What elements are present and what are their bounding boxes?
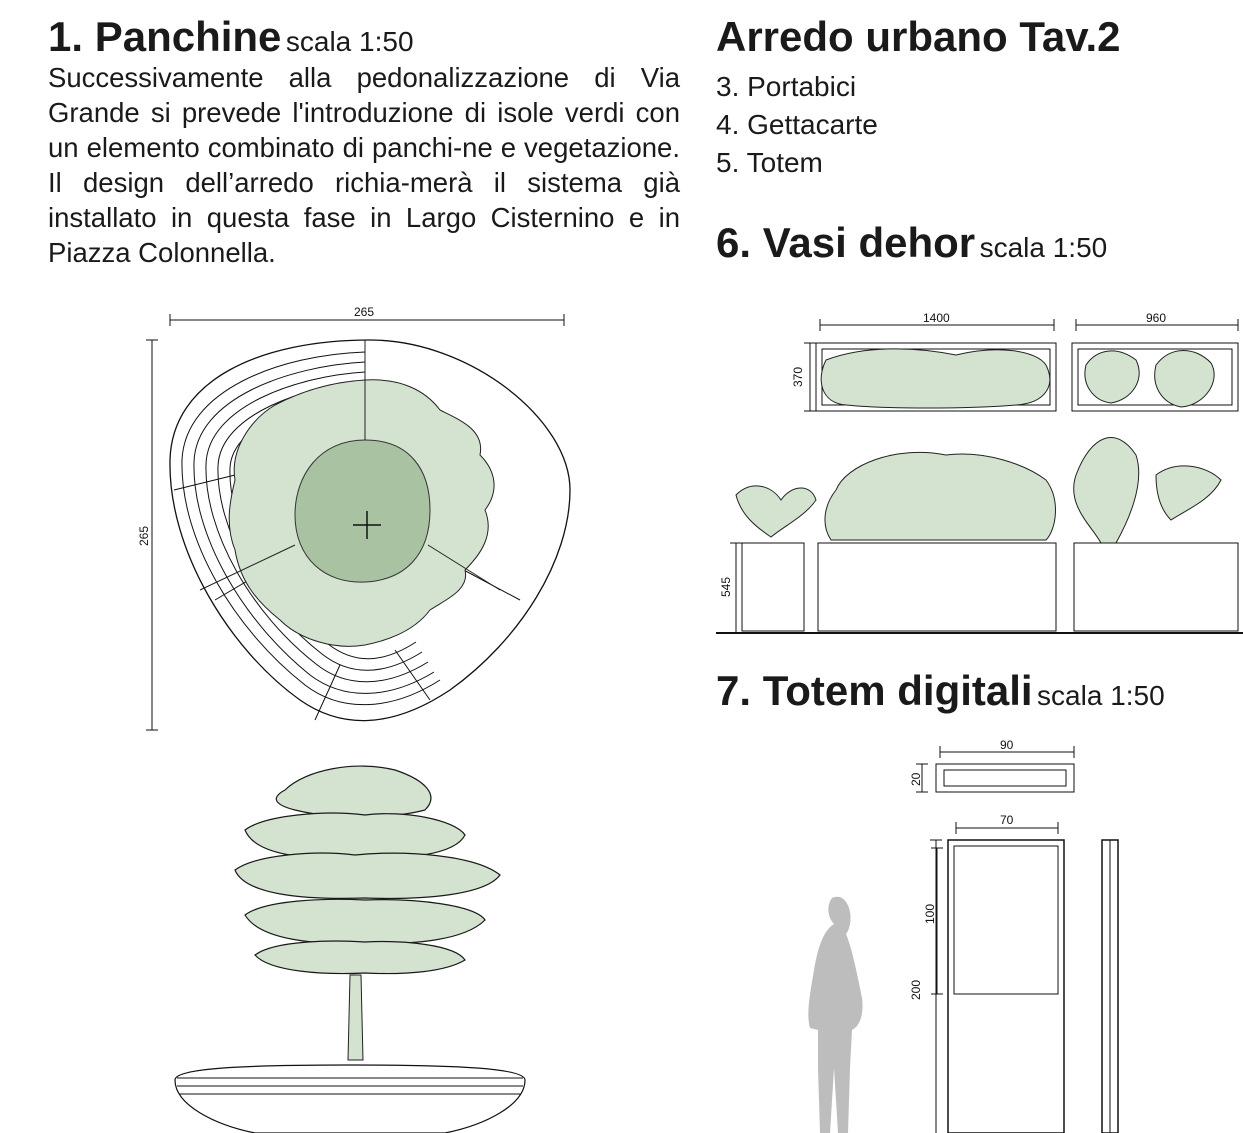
vaso-depth-dim: 370 xyxy=(791,367,805,387)
list-item-totem: 5. Totem xyxy=(716,147,823,178)
totem-plan-depth: 20 xyxy=(909,772,923,786)
vasi-scale: scala 1:50 xyxy=(979,232,1108,263)
vasi-title: 6. Vasi dehor xyxy=(716,219,976,266)
totem-title: 7. Totem digitali xyxy=(716,667,1033,714)
arredo-list: 3. Portabici 4. Gettacarte 5. Totem xyxy=(716,68,878,182)
vaso-height-dim: 545 xyxy=(719,577,733,597)
panchine-title: 1. Panchine xyxy=(48,13,282,60)
totem-digitali-drawing: 90 20 70 100 200 xyxy=(808,738,1119,1133)
vaso-long-dim: 1400 xyxy=(923,311,950,325)
list-item-gettacarte: 4. Gettacarte xyxy=(716,109,878,140)
plan-width-label: 265 xyxy=(354,305,374,319)
totem-total-height: 200 xyxy=(909,980,923,1000)
vasi-dehor-drawing: 1400 960 370 545 xyxy=(716,311,1243,634)
plan-dimension-lines xyxy=(146,314,565,731)
plan-height-label: 265 xyxy=(137,526,151,546)
page-main-title: Arredo urbano Tav.2 xyxy=(716,13,1121,60)
totem-scale: scala 1:50 xyxy=(1037,680,1165,711)
panchine-scale: scala 1:50 xyxy=(285,26,414,57)
vasi-heading: 6. Vasi dehor scala 1:50 xyxy=(716,222,1107,264)
bench-tree-elevation xyxy=(174,765,526,1133)
totem-screen-height: 100 xyxy=(923,904,937,924)
human-silhouette xyxy=(808,896,863,1133)
bench-plan-drawing: 265 265 xyxy=(137,305,571,731)
panchine-heading: 1. Panchine scala 1:50 xyxy=(48,16,414,58)
panchine-description: Successivamente alla pedonalizzazione di… xyxy=(48,62,680,268)
list-item-portabici: 3. Portabici xyxy=(716,71,857,102)
vaso-short-dim: 960 xyxy=(1146,311,1166,325)
totem-heading: 7. Totem digitali scala 1:50 xyxy=(716,670,1165,712)
totem-width: 70 xyxy=(1000,813,1014,827)
totem-plan-width: 90 xyxy=(1000,738,1014,752)
